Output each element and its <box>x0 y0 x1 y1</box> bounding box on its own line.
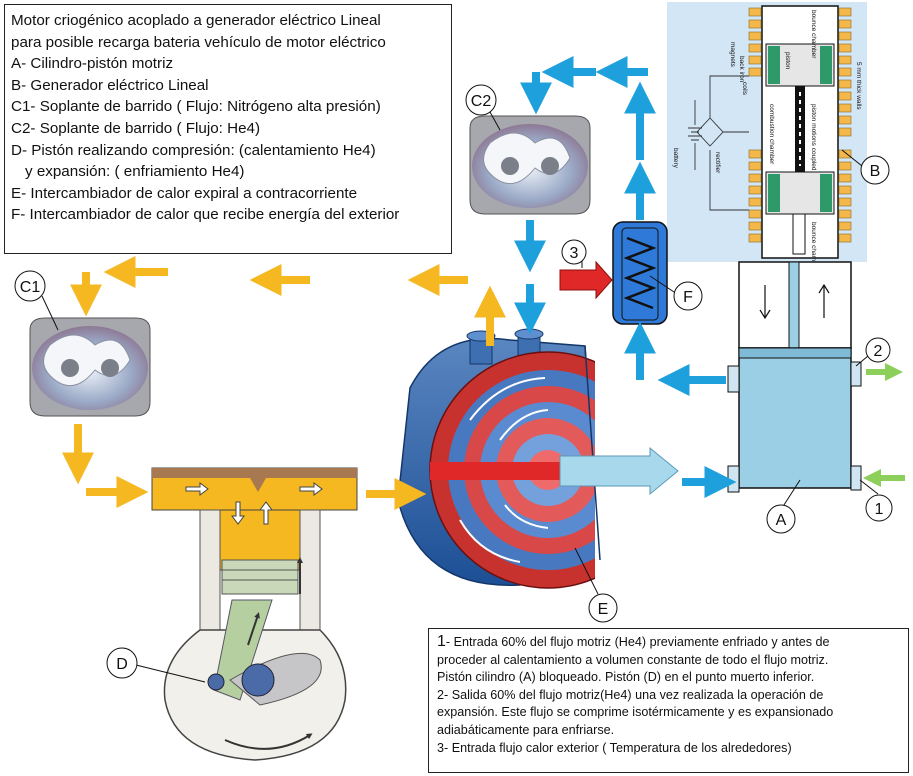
note-1-line2: proceder al calentamiento a volumen cons… <box>437 652 829 667</box>
coil-pads <box>748 7 852 243</box>
note-2-line3: adiabáticamente para enfriarse. <box>437 722 615 737</box>
leader-1 <box>859 479 879 495</box>
motor-cylinder <box>727 261 862 493</box>
piston-engine <box>151 467 358 761</box>
callout-e-circle <box>588 593 618 623</box>
heat-input-arrow <box>559 260 613 300</box>
blower-c1 <box>29 317 151 417</box>
blower-c2 <box>469 115 591 215</box>
legend-title-line1: Motor criogénico acoplado a generador el… <box>11 12 381 29</box>
outlet-flow-arrow <box>559 446 679 496</box>
leader-c1 <box>41 295 59 331</box>
hot-inlet-flow <box>430 462 560 480</box>
callout-b-circle <box>860 155 890 185</box>
leader-e <box>574 547 599 595</box>
heat-exchanger-f <box>612 221 668 325</box>
callout-3-label: 3 <box>570 245 579 262</box>
label-battery: battery <box>672 148 679 169</box>
legend-item-c1: C1- Soplante de barrido ( Flujo: Nitróge… <box>11 98 381 116</box>
note-2-line2: expansión. Este flujo se comprime isotér… <box>437 705 834 720</box>
note-1-line1: 1- Entrada 60% del flujo motriz (He4) pr… <box>437 633 900 652</box>
leader-c2 <box>489 111 501 131</box>
callout-3-circle <box>561 239 587 265</box>
note-1-number: 1 <box>437 633 446 650</box>
note-2-line1: 2- Salida 60% del flujo motriz(He4) una … <box>437 687 824 702</box>
callout-e-label: E <box>598 601 609 618</box>
callout-a-label: A <box>776 512 787 529</box>
leader-b <box>841 149 863 167</box>
upper-magnet-right <box>820 46 832 84</box>
callout-c1-label: C1 <box>20 279 41 296</box>
callout-d-label: D <box>116 656 128 673</box>
callout-1-circle <box>865 494 893 522</box>
label-coils: coils <box>741 82 748 96</box>
callout-d-circle <box>106 647 138 679</box>
label-back-iron: back iron <box>738 56 745 83</box>
label-piston: piston <box>784 52 791 70</box>
callout-c1-circle <box>14 270 46 302</box>
callouts <box>14 84 893 683</box>
label-rectifier: rectifier <box>714 152 721 174</box>
callout-1-label: 1 <box>875 501 884 518</box>
legend-item-a: A- Cilindro-pistón motriz <box>11 55 174 73</box>
callout-b-label: B <box>870 163 881 180</box>
legend-item-d-line2: y expansión: ( enfriamiento He4) <box>25 163 245 181</box>
legend-item-f: F- Intercambiador de calor que recibe en… <box>11 206 400 224</box>
lower-magnet-right <box>820 174 832 212</box>
label-bounce-top: bounce chamber <box>810 10 817 59</box>
callout-2-circle <box>865 337 891 363</box>
callout-f-label: F <box>683 289 693 306</box>
note-1-text: - Entrada 60% del flujo motriz (He4) pre… <box>445 635 830 649</box>
coupling-rod <box>795 86 805 172</box>
legend-title-line2: para posible recarga bateria vehículo de… <box>11 33 386 51</box>
label-walls: 5 mm thick walls <box>855 62 862 110</box>
callout-a-circle <box>766 504 796 534</box>
yellow-flow-arrows <box>62 256 506 510</box>
generator-text-labels: bounce chamber magnets back iron coils p… <box>672 10 862 271</box>
notes-box: 1- Entrada 60% del flujo motriz (He4) pr… <box>428 628 909 773</box>
note-3-line1: 3- Entrada flujo calor exterior ( Temper… <box>437 740 792 755</box>
label-piston-motions: piston motions coupled <box>810 104 817 171</box>
leader-2 <box>855 355 869 367</box>
callout-f-circle <box>673 281 703 311</box>
legend-item-b: B- Generador eléctrico Lineal <box>11 76 209 94</box>
callout-c2-circle <box>465 84 497 116</box>
upper-magnet-left <box>768 46 780 84</box>
legend-item-d-line1: D- Pistón realizando compresión: (calent… <box>11 141 376 159</box>
legend-item-c2: C2- Soplante de barrido ( Flujo: He4) <box>11 119 261 137</box>
blue-flow-arrows <box>514 56 737 498</box>
chamber-flow-markers <box>185 482 323 525</box>
leader-d <box>135 664 206 683</box>
callout-2-label: 2 <box>874 343 883 360</box>
note-1-line3: Pistón cilindro (A) bloqueado. Pistón (D… <box>437 670 815 685</box>
lower-magnet-left <box>768 174 780 212</box>
generator-wiring <box>688 75 749 211</box>
label-magnets: magnets <box>729 42 736 68</box>
callout-c2-label: C2 <box>471 93 492 110</box>
legend-box: Motor criogénico acoplado a generador el… <box>4 4 452 254</box>
leader-a <box>781 479 801 509</box>
spiral-heat-exchanger <box>397 328 679 600</box>
legend-item-e: E- Intercambiador de calor expiral a con… <box>11 184 358 202</box>
linear-generator: bounce chamber magnets back iron coils p… <box>667 2 867 271</box>
spiral-flow-arrows <box>459 377 549 563</box>
cylinder-body <box>738 347 852 489</box>
label-combustion: combustion chamber <box>768 104 775 165</box>
label-bounce-bottom: bounce chamber <box>810 222 817 271</box>
